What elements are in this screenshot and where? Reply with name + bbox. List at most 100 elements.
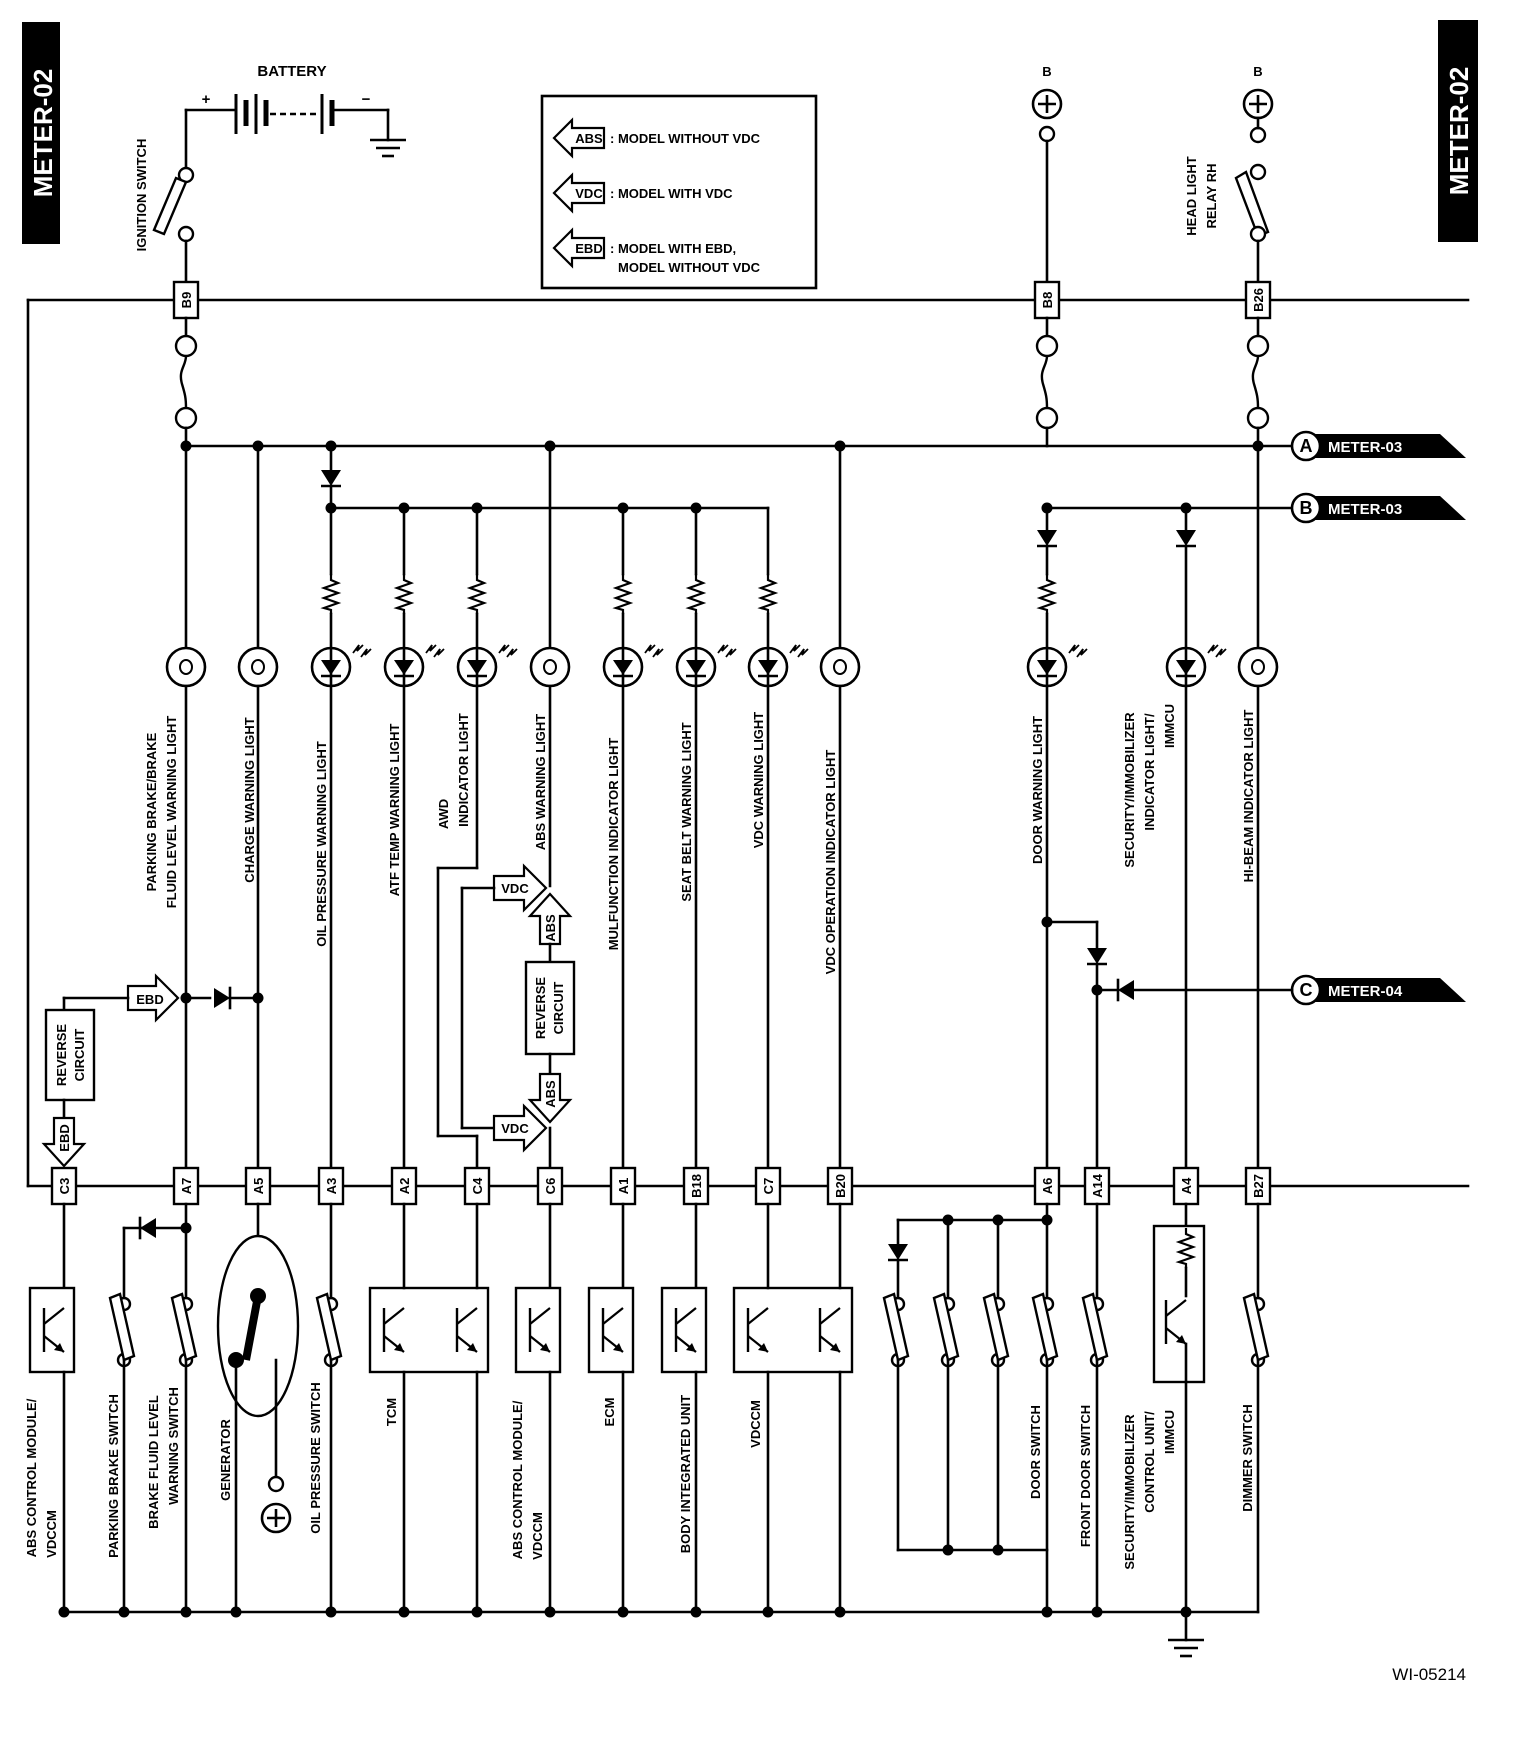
svg-text:: MODEL WITHOUT VDC: : MODEL WITHOUT VDC [610, 131, 761, 146]
battery-label: BATTERY [257, 63, 326, 80]
label-parking-1: PARKING BRAKE/BRAKE [144, 732, 159, 891]
legend-abs: ABS : MODEL WITHOUT VDC [552, 117, 761, 159]
label-parking-sw: PARKING BRAKE SWITCH [106, 1394, 121, 1558]
svg-text:B20: B20 [833, 1174, 848, 1198]
label-sec-unit-3: IMMCU [1162, 1410, 1177, 1454]
svg-text:C7: C7 [761, 1178, 776, 1195]
connector-b9: B9 [172, 280, 200, 320]
label-awd-1: AWD [436, 799, 451, 829]
door-warning-led [1026, 502, 1294, 1170]
parking-brake-switch [108, 1202, 198, 1618]
abs-warning-bulb [529, 440, 571, 888]
seatbelt-led [675, 502, 738, 1170]
legend-vdc: VDC : MODEL WITH VDC [552, 172, 733, 214]
label-sec-1: SECURITY/IMMOBILIZER [1122, 712, 1137, 868]
connector-b18: B18 [682, 1166, 710, 1206]
svg-text:B8: B8 [1040, 292, 1055, 309]
connector-a3: A3 [317, 1166, 345, 1206]
label-brake-fl-1: BRAKE FLUID LEVEL [146, 1395, 161, 1529]
ignition-switch-label: IGNITION SWITCH [134, 139, 149, 252]
connector-c6: C6 [536, 1166, 564, 1206]
connector-a4: A4 [1172, 1166, 1200, 1206]
label-charge: CHARGE WARNING LIGHT [242, 717, 257, 882]
svg-text:C3: C3 [57, 1178, 72, 1195]
label-generator: GENERATOR [218, 1418, 233, 1500]
svg-text:A5: A5 [251, 1178, 266, 1195]
label-sec-2: INDICATOR LIGHT/ [1142, 713, 1157, 831]
label-oil: OIL PRESSURE WARNING LIGHT [314, 741, 329, 947]
svg-text:EBD: EBD [136, 992, 163, 1007]
svg-text:VDC: VDC [575, 186, 603, 201]
connector-a1: A1 [609, 1166, 637, 1206]
awd-led [436, 502, 519, 1170]
label-parking-2: FLUID LEVEL WARNING LIGHT [164, 716, 179, 909]
ignition-switch-symbol [152, 166, 195, 287]
ecm-module [587, 1202, 635, 1618]
svg-text:MODEL WITHOUT VDC: MODEL WITHOUT VDC [618, 260, 761, 275]
label-brake-fl-2: WARNING SWITCH [166, 1387, 181, 1505]
oil-pressure-switch [315, 1202, 343, 1618]
svg-text:C: C [1300, 980, 1313, 1000]
headlight-relay-switch [1234, 163, 1270, 287]
legend-ebd: EBD : MODEL WITH EBD, MODEL WITHOUT VDC [552, 227, 761, 275]
label-ecm: ECM [602, 1398, 617, 1427]
label-mil: MULFUNCTION INDICATOR LIGHT [606, 738, 621, 951]
svg-text:C6: C6 [543, 1178, 558, 1195]
page-tag-right-text: METER-02 [1444, 67, 1474, 196]
svg-text:METER-04: METER-04 [1328, 983, 1403, 1000]
front-door-switch [1081, 1202, 1109, 1618]
headlight-relay-label-2: RELAY RH [1204, 163, 1219, 228]
connector-c3: C3 [50, 1166, 78, 1206]
label-seatbelt: SEAT BELT WARNING LIGHT [679, 722, 694, 901]
atf-temp-led [383, 502, 446, 1170]
label-dimmer-sw: DIMMER SWITCH [1240, 1404, 1255, 1512]
label-sec-unit-2: CONTROL UNIT/ [1142, 1411, 1157, 1513]
connector-a7: A7 [172, 1166, 200, 1206]
connector-b8: B8 [1033, 280, 1061, 320]
ebd-reverse-circuit: EBD REVERSE CIRCUIT EBD [41, 973, 264, 1168]
b-label-1: B [1042, 64, 1051, 79]
label-vdcop: VDC OPERATION INDICATOR LIGHT [823, 750, 838, 975]
svg-text:A6: A6 [1040, 1178, 1055, 1195]
svg-text:: MODEL WITH VDC: : MODEL WITH VDC [610, 186, 733, 201]
label-tcm: TCM [384, 1398, 399, 1426]
svg-text:A1: A1 [616, 1178, 631, 1195]
label-abs-mod2-1: ABS CONTROL MODULE/ [510, 1400, 525, 1559]
label-sec-unit-1: SECURITY/IMMOBILIZER [1122, 1414, 1137, 1570]
door-switch-group [882, 1202, 1059, 1618]
connector-a6: A6 [1033, 1166, 1061, 1206]
connector-b27: B27 [1244, 1166, 1272, 1206]
vdc-warning-led [747, 506, 810, 1170]
generator-symbol [216, 1202, 300, 1618]
label-biu: BODY INTEGRATED UNIT [678, 1395, 693, 1553]
mil-led [602, 502, 665, 1170]
svg-text:C4: C4 [470, 1177, 485, 1194]
page-tag-right [1438, 20, 1478, 242]
label-abs-mod2-2: VDCCM [530, 1512, 545, 1560]
svg-text:A14: A14 [1090, 1173, 1105, 1198]
ref-a-meter-03: A METER-03 [1290, 430, 1466, 462]
svg-text:EBD: EBD [57, 1124, 72, 1151]
hi-beam-bulb [1237, 440, 1279, 1170]
b-label-2: B [1253, 64, 1262, 79]
connector-a2: A2 [390, 1166, 418, 1206]
label-door-sw: DOOR SWITCH [1028, 1405, 1043, 1499]
connector-c7: C7 [754, 1166, 782, 1206]
svg-text:EBD: EBD [575, 241, 602, 256]
label-atf: ATF TEMP WARNING LIGHT [387, 724, 402, 897]
ref-b-meter-03: B METER-03 [1290, 492, 1466, 524]
connector-a14: A14 [1083, 1166, 1111, 1206]
label-vdc: VDC WARNING LIGHT [751, 712, 766, 849]
abs-vdc-routing: VDC ABS REVERSE CIRCUIT ABS VDC [460, 863, 576, 1170]
svg-text:A2: A2 [397, 1178, 412, 1195]
svg-text:VDC: VDC [501, 881, 529, 896]
tcm-module [368, 1202, 490, 1618]
headlight-relay-label-1: HEAD LIGHT [1184, 156, 1199, 236]
connector-c4: C4 [463, 1166, 491, 1206]
svg-text:ABS: ABS [543, 914, 558, 942]
label-vdccm: VDCCM [748, 1400, 763, 1448]
abs-control-module-2 [514, 1202, 562, 1618]
label-abs-mod-2: VDCCM [44, 1510, 59, 1558]
page-tag-left [22, 22, 60, 244]
